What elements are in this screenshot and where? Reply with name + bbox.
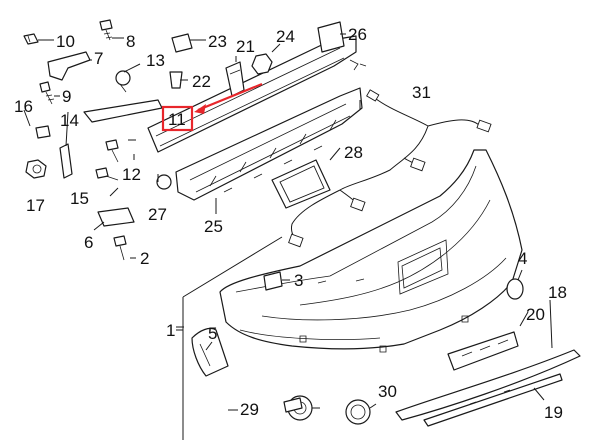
callout-14: 14 [60, 111, 79, 130]
callout-2: 2 [140, 249, 149, 268]
callout-16: 16 [14, 97, 33, 116]
callout-26: 26 [348, 25, 367, 44]
callout-13: 13 [146, 51, 165, 70]
wiring-harness [288, 89, 492, 248]
part-11-highlight-box [161, 105, 194, 132]
label-dashes [176, 326, 238, 411]
callout-11: 11 [168, 110, 186, 129]
callout-7: 7 [94, 49, 103, 68]
callout-29: 29 [240, 400, 259, 419]
part-11-arrow-shaft [197, 82, 263, 112]
callout-31: 31 [412, 83, 431, 102]
callout-20: 20 [526, 305, 545, 324]
callout-12: 12 [122, 165, 141, 184]
callout-30: 30 [378, 382, 397, 401]
callout-9: 9 [62, 87, 71, 106]
callout-22: 22 [192, 72, 211, 91]
callout-23: 23 [208, 32, 227, 51]
bumper-accessories [191, 271, 581, 427]
callout-19: 19 [544, 403, 563, 422]
callout-21: 21 [236, 37, 255, 56]
parking-sensors [283, 395, 371, 425]
callout-1: 1 [166, 321, 175, 340]
license-lamp-bracket [271, 159, 331, 209]
callout-4: 4 [518, 249, 527, 268]
callout-15: 15 [70, 189, 89, 208]
callout-28: 28 [344, 143, 363, 162]
callout-8: 8 [126, 32, 135, 51]
callout-3: 3 [294, 271, 303, 290]
callout-5: 5 [208, 324, 217, 343]
callout-24: 24 [276, 27, 295, 46]
callout-10: 10 [56, 32, 75, 51]
beam-brackets [225, 61, 245, 97]
callout-6: 6 [84, 233, 93, 252]
callout-18: 18 [548, 283, 567, 302]
part-11-arrow-head [194, 104, 206, 114]
callout-labels: 10 8 23 24 26 7 13 21 22 9 16 14 11 31 2… [14, 25, 567, 422]
fasteners-left [25, 99, 172, 261]
bumper-cover [182, 149, 523, 440]
energy-absorber [175, 87, 363, 201]
leader-lines [23, 33, 553, 409]
callout-27: 27 [148, 205, 167, 224]
reinforcement-beam [147, 21, 367, 153]
callout-25: 25 [204, 217, 223, 236]
callout-17: 17 [26, 196, 45, 215]
part-11-highlight [161, 82, 263, 132]
fasteners-upper-left [23, 19, 273, 105]
